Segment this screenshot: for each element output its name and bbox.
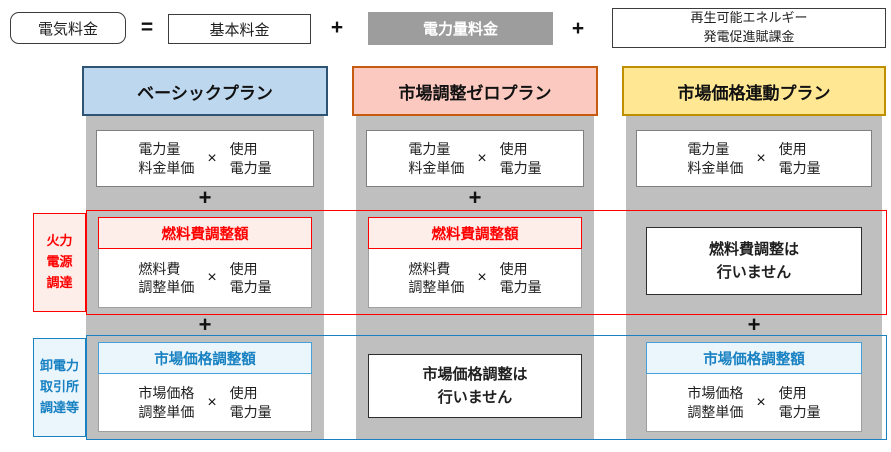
fuel-adjustment-section (86, 210, 887, 315)
plus-operator-2: + (571, 16, 585, 40)
basic-charge-box: 基本料金 (168, 14, 311, 44)
unit-price-label: 電力量 料金単価 (687, 141, 744, 176)
total-charge-box: 電気料金 (10, 12, 126, 44)
fuel-adjustment-title: 燃料費調整額 (368, 217, 582, 249)
fuel-unit-price-label: 燃料費 調整単価 (138, 260, 195, 295)
plus-connector-basic-fuel: + (198, 185, 212, 210)
market-adjustment-title: 市場価格調整額 (646, 342, 862, 374)
times-sign: × (477, 269, 487, 287)
energy-formula-box-zero: 電力量 料金単価 × 使用 電力量 (366, 130, 584, 187)
plus-connector-basic-market: + (198, 312, 212, 337)
market-adjustment-box-market: 市場価格調整額 市場価格 調整単価 × 使用 電力量 (646, 342, 862, 432)
fuel-adjustment-box-zero: 燃料費調整額 燃料費 調整単価 × 使用 電力量 (368, 217, 582, 308)
equals-sign: = (140, 16, 154, 39)
fuel-source-label: 火力 電源 調達 (33, 213, 86, 312)
plus-connector-market-market: + (747, 312, 761, 337)
fuel-no-adjustment-box: 燃料費調整は 行いません (646, 227, 862, 295)
usage-label: 使用 電力量 (499, 260, 542, 295)
usage-label: 使用 電力量 (499, 141, 542, 176)
times-sign: × (207, 269, 217, 287)
market-adjustment-title: 市場価格調整額 (98, 342, 312, 374)
plan-header-market: 市場価格連動プラン (622, 66, 886, 116)
times-sign: × (207, 149, 217, 167)
plan-header-basic: ベーシックプラン (82, 66, 328, 116)
plus-connector-zero-fuel: + (468, 185, 482, 210)
market-adjustment-section (86, 335, 887, 440)
market-unit-price-label: 市場価格 調整単価 (138, 385, 195, 420)
usage-label: 使用 電力量 (778, 385, 821, 420)
unit-price-label: 電力量 料金単価 (138, 141, 195, 176)
fuel-adjustment-title: 燃料費調整額 (98, 217, 312, 249)
times-sign: × (207, 393, 217, 411)
plan-header-zero: 市場調整ゼロプラン (352, 66, 598, 116)
times-sign: × (756, 149, 766, 167)
fuel-unit-price-label: 燃料費 調整単価 (408, 260, 465, 295)
usage-label: 使用 電力量 (778, 141, 821, 176)
energy-formula-box-basic: 電力量 料金単価 × 使用 電力量 (96, 130, 314, 187)
usage-label: 使用 電力量 (229, 260, 272, 295)
usage-label: 使用 電力量 (229, 385, 272, 420)
energy-charge-box: 電力量料金 (368, 12, 553, 45)
times-sign: × (477, 149, 487, 167)
market-source-label: 卸電力 取引所 調達等 (33, 338, 86, 437)
usage-label: 使用 電力量 (229, 141, 272, 176)
unit-price-label: 電力量 料金単価 (408, 141, 465, 176)
energy-formula-box-market: 電力量 料金単価 × 使用 電力量 (636, 130, 872, 187)
renewable-levy-box: 再生可能エネルギー 発電促進賦課金 (612, 8, 886, 48)
market-unit-price-label: 市場価格 調整単価 (687, 385, 744, 420)
fuel-adjustment-box-basic: 燃料費調整額 燃料費 調整単価 × 使用 電力量 (98, 217, 312, 308)
plus-operator-1: + (330, 16, 344, 39)
times-sign: × (756, 393, 766, 411)
market-adjustment-box-basic: 市場価格調整額 市場価格 調整単価 × 使用 電力量 (98, 342, 312, 432)
market-no-adjustment-box: 市場価格調整は 行いません (368, 354, 582, 418)
